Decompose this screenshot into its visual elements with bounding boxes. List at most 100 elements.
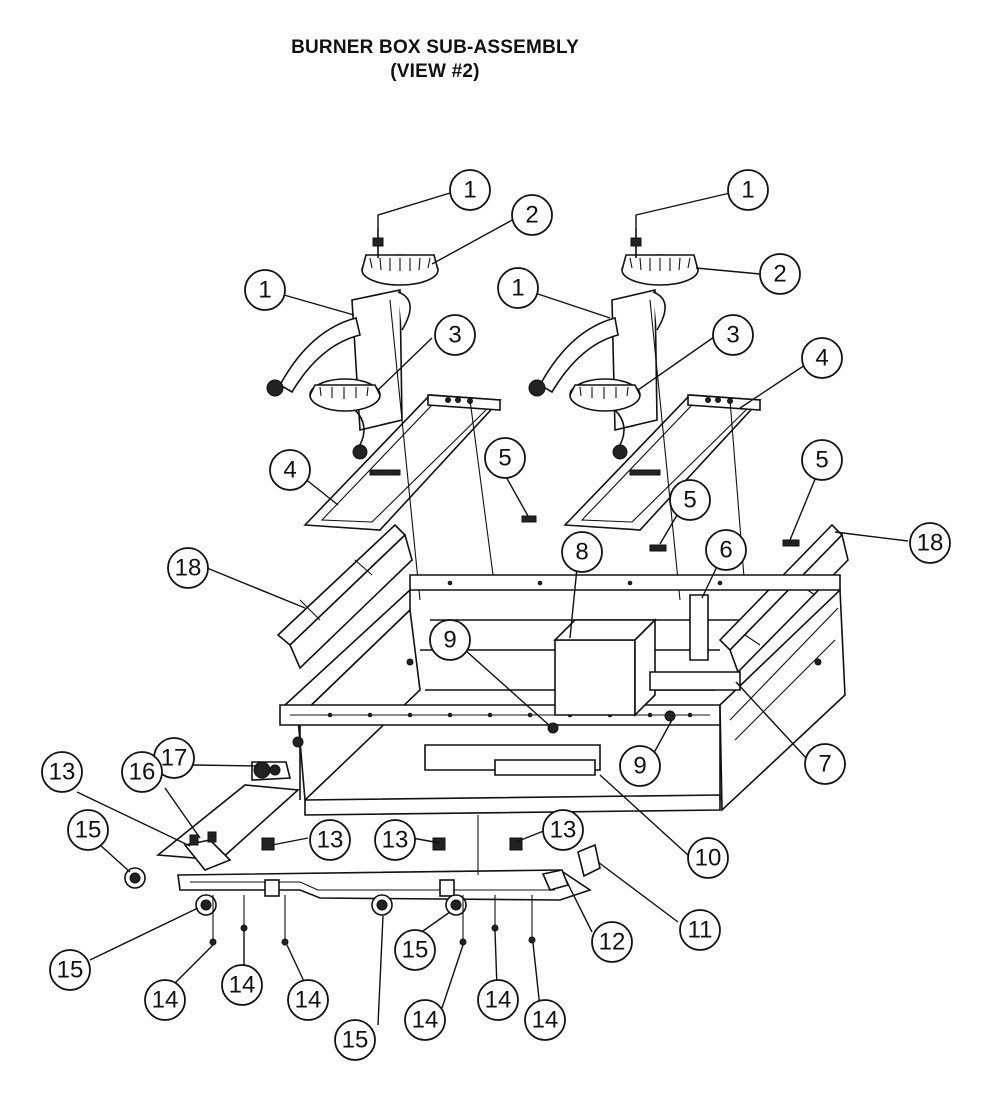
callout-12: 12 — [591, 921, 633, 963]
right-orifice-tube — [538, 317, 619, 394]
left-orifice-fitting — [266, 379, 284, 397]
callout-18-left: 18 — [167, 547, 209, 589]
callout-14-e: 14 — [477, 979, 519, 1021]
callout-13-center: 13 — [374, 819, 416, 861]
svg-text:3: 3 — [448, 322, 461, 349]
leader-lines — [76, 192, 909, 1026]
svg-text:7: 7 — [818, 751, 831, 778]
svg-text:10: 10 — [695, 845, 722, 872]
svg-text:18: 18 — [917, 530, 944, 557]
svg-text:15: 15 — [342, 1027, 369, 1054]
svg-text:3: 3 — [726, 322, 739, 349]
callout-3-right: 3 — [712, 314, 754, 356]
callout-1-top-right: 1 — [727, 169, 769, 211]
svg-text:1: 1 — [741, 177, 754, 204]
callout-15-center: 15 — [394, 929, 436, 971]
clip-5-c — [782, 539, 800, 547]
diagram-subtitle: (VIEW #2) — [390, 61, 480, 82]
callout-11: 11 — [679, 909, 721, 951]
svg-text:5: 5 — [683, 487, 696, 514]
svg-text:1: 1 — [463, 177, 476, 204]
svg-text:4: 4 — [815, 345, 828, 372]
svg-text:15: 15 — [57, 957, 84, 984]
callout-1-mid-left: 1 — [244, 269, 286, 311]
svg-text:9: 9 — [633, 753, 646, 780]
svg-text:14: 14 — [485, 987, 512, 1014]
callout-5-left: 5 — [484, 437, 526, 479]
svg-text:4: 4 — [283, 457, 296, 484]
svg-text:5: 5 — [498, 445, 511, 472]
screws-14 — [209, 815, 536, 946]
callout-17: 17 — [153, 737, 195, 779]
svg-text:12: 12 — [599, 929, 626, 956]
svg-text:16: 16 — [129, 759, 156, 786]
left-orifice-tube — [278, 317, 361, 394]
svg-text:17: 17 — [161, 745, 188, 772]
clip-5-b — [649, 544, 667, 552]
callout-4-right: 4 — [801, 337, 843, 379]
callout-1-top-left: 1 — [449, 169, 491, 211]
callout-13-left: 13 — [309, 819, 351, 861]
svg-text:5: 5 — [815, 447, 828, 474]
title-block: BURNER BOX SUB-ASSEMBLY (VIEW #2) — [0, 36, 870, 84]
callout-15-bottom-left: 15 — [49, 949, 91, 991]
callout-14-c: 14 — [287, 979, 329, 1021]
callout-10: 10 — [687, 837, 729, 879]
svg-text:1: 1 — [511, 275, 524, 302]
svg-text:9: 9 — [443, 627, 456, 654]
left-burner-plate-4 — [303, 394, 502, 531]
right-burner-assembly — [528, 228, 699, 460]
svg-text:15: 15 — [402, 937, 429, 964]
svg-text:14: 14 — [295, 987, 322, 1014]
callout-2-top-left: 2 — [511, 194, 553, 236]
callout-2-top-right: 2 — [759, 253, 801, 295]
svg-text:13: 13 — [550, 817, 577, 844]
svg-text:11: 11 — [688, 917, 713, 944]
left-side-rail-18 — [276, 523, 413, 670]
diagram-title: BURNER BOX SUB-ASSEMBLY — [291, 37, 579, 58]
svg-text:15: 15 — [75, 817, 102, 844]
screw-9-a — [547, 722, 559, 734]
bracket-7 — [649, 671, 741, 691]
screw-9-b — [664, 710, 676, 722]
callout-14-a: 14 — [144, 979, 186, 1021]
igniter-switches — [183, 831, 523, 871]
svg-text:14: 14 — [532, 1007, 559, 1034]
bracket-11 — [577, 843, 601, 878]
bracket-6 — [689, 594, 709, 661]
callout-15-far-left: 15 — [67, 809, 109, 851]
svg-text:14: 14 — [412, 1007, 439, 1034]
callout-4-left: 4 — [269, 449, 311, 491]
front-manifold-bar — [177, 843, 601, 901]
callout-15-bottom-center: 15 — [334, 1019, 376, 1061]
callout-8: 8 — [561, 531, 603, 573]
channel-10 — [494, 759, 596, 776]
callout-14-f: 14 — [524, 999, 566, 1041]
svg-text:14: 14 — [229, 972, 256, 999]
callout-5-right: 5 — [801, 439, 843, 481]
svg-text:13: 13 — [49, 759, 76, 786]
heat-shield-8 — [554, 639, 636, 716]
callout-9-upper: 9 — [429, 619, 471, 661]
callout-6: 6 — [705, 529, 747, 571]
callout-18-right: 18 — [909, 522, 951, 564]
svg-text:2: 2 — [525, 202, 538, 229]
callout-1-mid-right: 1 — [497, 267, 539, 309]
left-burner-assembly — [266, 228, 439, 460]
callout-13-right: 13 — [542, 809, 584, 851]
clip-5-a — [521, 515, 537, 523]
svg-text:18: 18 — [175, 555, 202, 582]
svg-text:13: 13 — [317, 827, 344, 854]
callout-13-far-left: 13 — [41, 751, 83, 793]
svg-text:1: 1 — [258, 277, 271, 304]
svg-text:14: 14 — [152, 987, 179, 1014]
callout-16: 16 — [121, 751, 163, 793]
svg-text:6: 6 — [719, 537, 732, 564]
callout-9-lower: 9 — [619, 745, 661, 787]
callout-3-left: 3 — [434, 314, 476, 356]
callout-7: 7 — [804, 743, 846, 785]
callout-5-center: 5 — [669, 479, 711, 521]
svg-text:8: 8 — [575, 539, 588, 566]
svg-text:2: 2 — [773, 261, 786, 288]
